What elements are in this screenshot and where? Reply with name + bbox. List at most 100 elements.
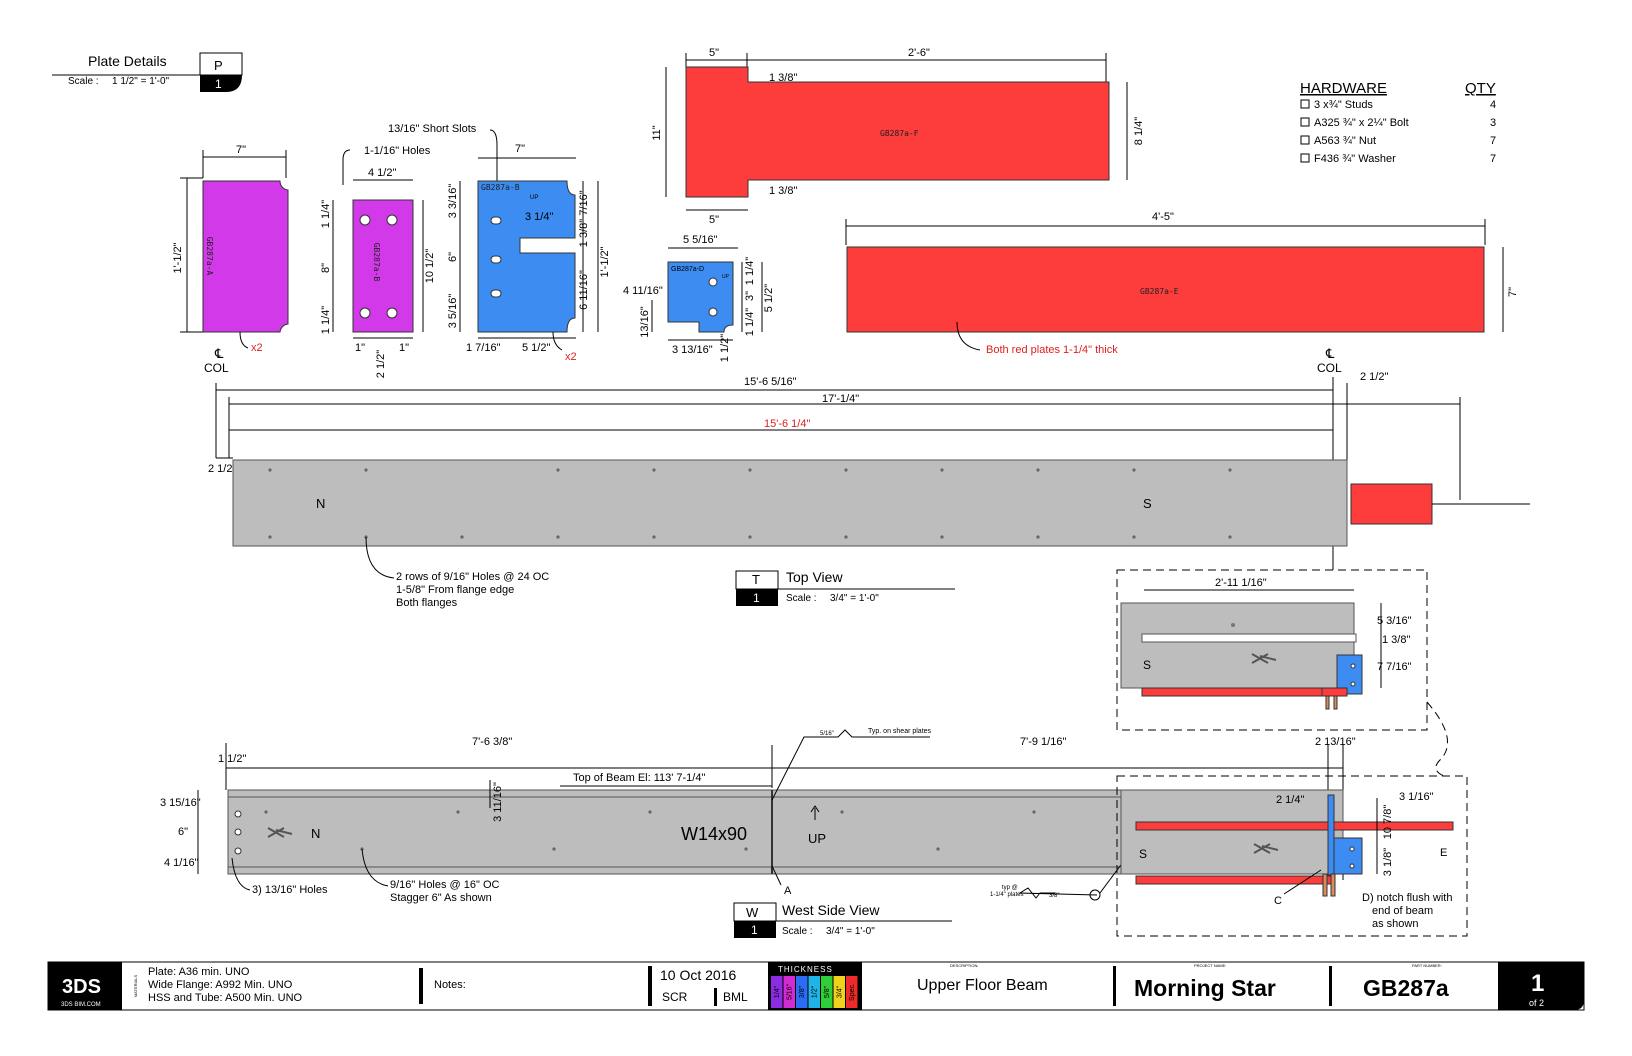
plate-c-b2: 5 1/2" xyxy=(522,342,550,354)
project-name: Morning Star xyxy=(1134,975,1276,1001)
plate-a-width: 7" xyxy=(236,144,246,156)
plate-c-r2: 1 3/8" xyxy=(578,219,590,247)
plate-c-qty: x2 xyxy=(565,351,577,363)
thickness-swatch xyxy=(833,976,845,1008)
top-right-offset: 2 1/2" xyxy=(1360,371,1388,383)
plate-e: 4'-5" GB287a-E 7" Both red plates 1-1/4"… xyxy=(845,211,1519,356)
west-section-label: W14x90 xyxy=(681,824,747,844)
thickness-label: 1/2" xyxy=(811,985,818,998)
svg-text:F436 ¾" Washer: F436 ¾" Washer xyxy=(1314,153,1396,165)
thickness-label: 5/16" xyxy=(786,983,793,1000)
svg-text:3: 3 xyxy=(1490,117,1496,129)
detail-top-r2: 1 3/8" xyxy=(1382,634,1410,646)
plate-d-b1: 3 13/16" xyxy=(672,344,713,356)
project-label: PROJECT NAME: xyxy=(1194,963,1226,968)
hardware-table: HARDWARE QTY 3 x¾" Studs 4 A325 ¾" x 2¼"… xyxy=(1300,80,1496,165)
detail-west: S 3 1/16" 2 1/4" 10 7/8" 3 1/8" E C D) n… xyxy=(1116,775,1468,937)
plate-c-d1: 3 3/16" xyxy=(447,184,459,219)
plate-b-holes-note: 1-1/16" Holes xyxy=(364,145,431,157)
plate-d-r2: 3" xyxy=(744,291,756,301)
west-dim-2: 7'-9 1/16" xyxy=(1020,736,1066,748)
west-weld2-note: 1-1/4" plates xyxy=(990,892,1023,898)
west-weld-typ: Typ. on shear plates xyxy=(868,728,932,735)
detail-top-r3: 7 7/16" xyxy=(1377,661,1412,673)
thickness-swatch xyxy=(783,976,795,1008)
cl-symbol: ℄ xyxy=(214,346,224,361)
hole-icon xyxy=(708,277,718,287)
west-v1: 3 11/16" xyxy=(492,782,504,822)
plate-d-r3: 1 1/4" xyxy=(744,308,756,336)
plate-d-up: UP xyxy=(722,274,730,280)
detail-west-plate-f xyxy=(1135,875,1333,885)
detail-west-note-2: end of beam xyxy=(1372,905,1433,917)
west-callout-a: A xyxy=(784,885,792,897)
top-view-num: 1 xyxy=(753,591,760,605)
beam-mark-icon xyxy=(1253,843,1279,854)
plate-d-shape xyxy=(667,261,734,333)
top-note-line-1: 2 rows of 9/16" Holes @ 24 OC xyxy=(396,571,549,583)
thickness-swatch xyxy=(808,976,820,1008)
west-weld-size: 5/16" xyxy=(820,731,834,737)
top-view-scale: 3/4" = 1'-0" xyxy=(830,593,879,604)
plate-e-mark: GB287a-E xyxy=(1140,287,1179,296)
plate-f: 5" 2'-6" GB287a-F 1 3/8" 1 3/8" 5" 11" 8… xyxy=(651,47,1145,226)
plate-d-mark: GB287a-D xyxy=(671,266,704,273)
up-arrow-icon xyxy=(810,805,820,813)
plate-c-mark: GB287a-B xyxy=(481,183,520,192)
plate-c-r3: 1'-1/2" xyxy=(599,246,611,277)
top-dim-1: 15'-6 5/16" xyxy=(744,376,797,388)
plate-d-b2: 1 1/2" xyxy=(719,334,731,362)
detail-top-r1: 5 3/16" xyxy=(1377,615,1412,627)
west-view-scale-label: Scale : xyxy=(782,926,813,937)
hole-icon xyxy=(359,214,371,226)
west-l1: 3 15/16" xyxy=(160,797,201,809)
detail-west-frame xyxy=(1116,775,1468,937)
thickness-swatch xyxy=(771,976,783,1008)
col-label: COL xyxy=(1317,361,1342,375)
logo-sub: 3DS BIM.COM xyxy=(61,1002,101,1008)
plate-f-n1: 1 3/8" xyxy=(769,72,797,84)
hardware-row: 3 x¾" Studs 4 xyxy=(1300,99,1496,111)
plate-c-up: UP xyxy=(530,195,538,201)
thickness-swatch xyxy=(821,976,833,1008)
description: Upper Floor Beam xyxy=(917,977,1048,994)
hardware-row: A325 ¾" x 2¼" Bolt 3 xyxy=(1300,117,1496,129)
hole-icon xyxy=(234,847,242,855)
plate-b: 1-1/16" Holes 4 1/2" GB287a-B 1 1/4" 8" … xyxy=(320,145,436,378)
top-south-label: S xyxy=(1143,496,1152,511)
plate-a-qty: x2 xyxy=(251,342,263,354)
west-callout-e: E xyxy=(1440,847,1447,859)
top-north-label: N xyxy=(316,496,325,511)
slot-icon xyxy=(490,216,502,225)
thickness-title: THICKNESS xyxy=(778,965,833,974)
top-view-tag: T xyxy=(752,572,760,587)
west-view-title: W 1 West Side View Scale : 3/4" = 1'-0" xyxy=(733,902,952,938)
plate-b-d2: 8" xyxy=(320,263,332,273)
drawing-date: 10 Oct 2016 xyxy=(660,967,736,983)
plate-b-e3: 1" xyxy=(399,342,409,354)
material-hss: HSS and Tube: A500 Min. UNO xyxy=(148,992,303,1004)
detail-top-frame xyxy=(1116,569,1428,731)
west-weld2-size: 3/8" xyxy=(1049,893,1059,899)
plate-b-width: 4 1/2" xyxy=(368,167,396,179)
plate-e-note: Both red plates 1-1/4" thick xyxy=(986,344,1118,356)
west-left-offset: 1 1/2" xyxy=(218,753,246,765)
thickness-swatch xyxy=(846,976,858,1008)
plate-f-t2: 2'-6" xyxy=(908,47,930,59)
part-number: GB287a xyxy=(1363,975,1449,1001)
west-view-tag: W xyxy=(746,905,759,920)
plate-a-mark: GB287a-A xyxy=(205,237,214,276)
plate-details-header: Plate Details Scale : 1 1/2" = 1'-0" P 1 xyxy=(52,52,243,92)
part-label: PART NUMBER: xyxy=(1412,963,1442,968)
sheet-number: 1 xyxy=(1531,970,1544,997)
west-dim-3: 2 13/16" xyxy=(1315,736,1356,748)
checkbox-icon xyxy=(1300,99,1310,109)
hardware-title: HARDWARE xyxy=(1300,80,1387,97)
hole-icon xyxy=(386,307,398,319)
plate-f-b1: 5" xyxy=(709,214,719,226)
top-dim-2: 17'-1/4" xyxy=(822,393,859,405)
checked-by: BML xyxy=(723,990,748,1004)
west-weld2-typ: typ @ xyxy=(1002,885,1018,891)
plate-e-shape xyxy=(846,246,1485,333)
west-holes-note: 3) 13/16" Holes xyxy=(252,884,328,896)
